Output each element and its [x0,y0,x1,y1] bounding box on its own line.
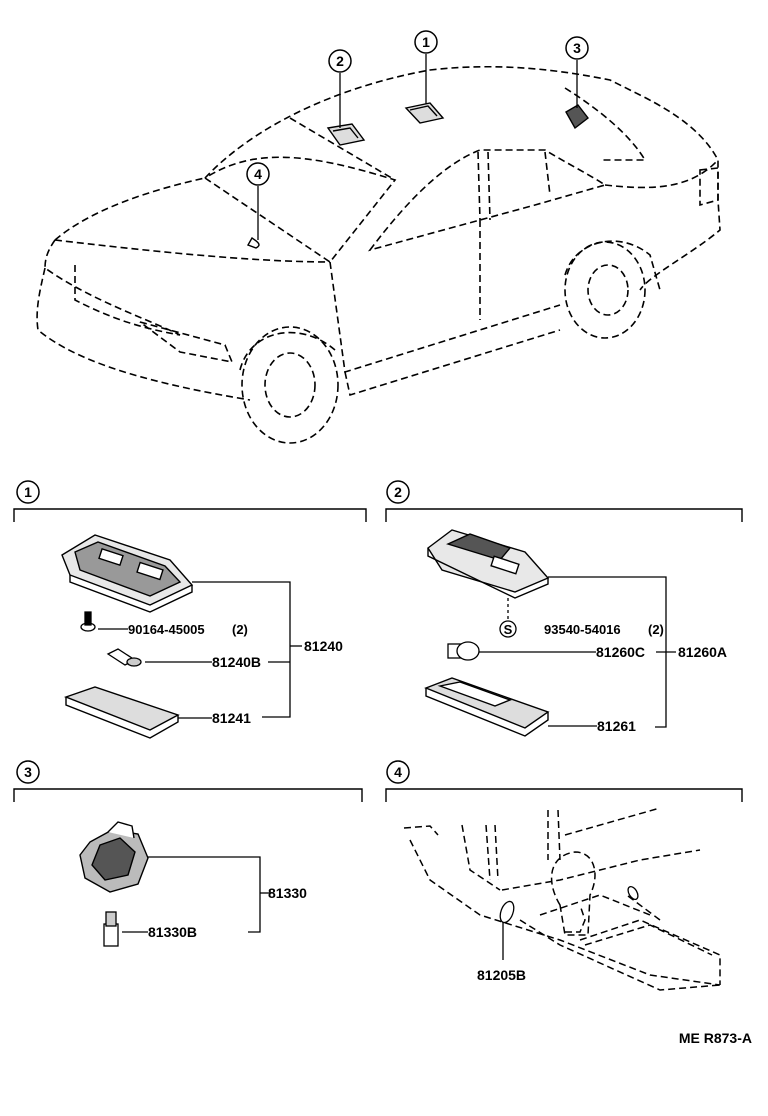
bulb-icon [103,911,119,947]
screw-icon [80,611,96,632]
svg-text:3: 3 [573,40,581,56]
callout-1-car: 1 [414,30,438,54]
assembly-part-number: 81240 [304,638,343,654]
room-lamp-housing [427,529,550,599]
car-lamp-markers [246,102,589,249]
section-3-callout: 3 [24,764,32,780]
callout-4-car: 4 [246,162,270,186]
section-4: 4 81205B [385,760,743,991]
screw-quantity: (2) [648,622,664,637]
lens-icon [424,677,550,737]
assembly-part-number: 81260A [678,644,727,660]
screw-part-number: 93540-54016 [544,622,621,637]
screw-symbol-icon: S [499,620,517,638]
section-1: 1 [13,480,367,739]
car-outline [36,65,721,444]
lens-part-number: 81241 [212,710,251,726]
figure-code: ME R873-A [679,1030,752,1046]
section-1-leaders [98,581,302,719]
section-2-leaders [479,576,676,728]
map-lamp-housing [61,534,194,613]
callout-2-car: 2 [328,49,352,73]
callout-3-car: 3 [565,36,589,60]
car-callout-leaders [257,54,578,240]
bulb-part-number: 81240B [212,654,261,670]
svg-text:S: S [504,622,513,637]
assembly-part-number: 81330 [268,885,307,901]
screw-quantity: (2) [232,622,248,637]
socket-assembly-icon [79,821,149,893]
bulb-part-number: 81260C [596,644,645,660]
bulb-icon [106,648,142,667]
section-1-callout: 1 [24,484,32,500]
section-4-callout: 4 [394,764,402,780]
section-2-callout: 2 [394,484,402,500]
shift-knob-outline [550,851,596,936]
bulb-part-number: 81205B [477,967,526,983]
section-3-leaders [122,856,270,933]
lens-icon [63,686,180,739]
bulb-icon [499,885,639,924]
svg-text:1: 1 [422,34,430,50]
lens-part-number: 81261 [597,718,636,734]
section-3: 3 81330 81330B [13,760,363,947]
section-2: 2 S [385,480,743,737]
bulb-icon [447,641,480,661]
bulb-part-number: 81330B [148,924,197,940]
svg-text:4: 4 [254,166,262,182]
svg-text:2: 2 [336,53,344,69]
console-outline [403,807,721,991]
screw-part-number: 90164-45005 [128,622,205,637]
